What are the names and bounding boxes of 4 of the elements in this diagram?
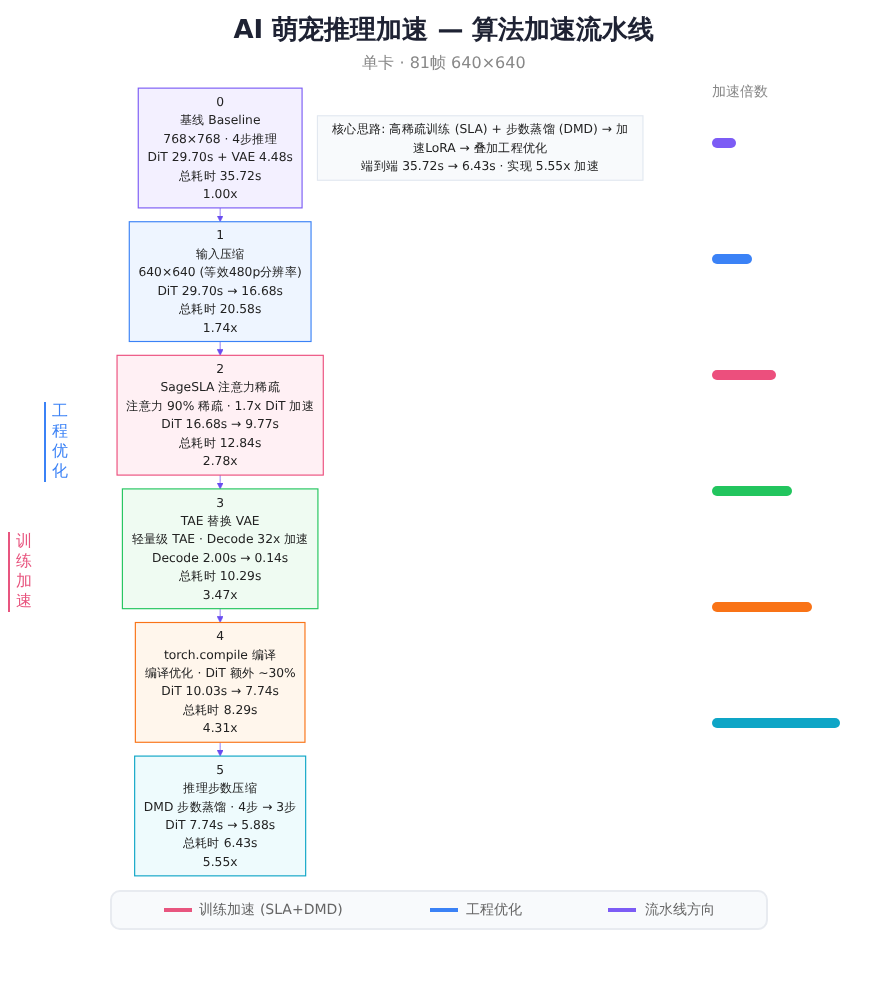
bracket-label: 工程优化 — [44, 402, 70, 482]
diagram-title: AI 萌宠推理加速 — 算法加速流水线 — [231, 13, 657, 48]
subtitle: 单卡 · 81帧 640×640 — [360, 52, 528, 74]
bracket-label: 训练加速 — [8, 532, 34, 612]
